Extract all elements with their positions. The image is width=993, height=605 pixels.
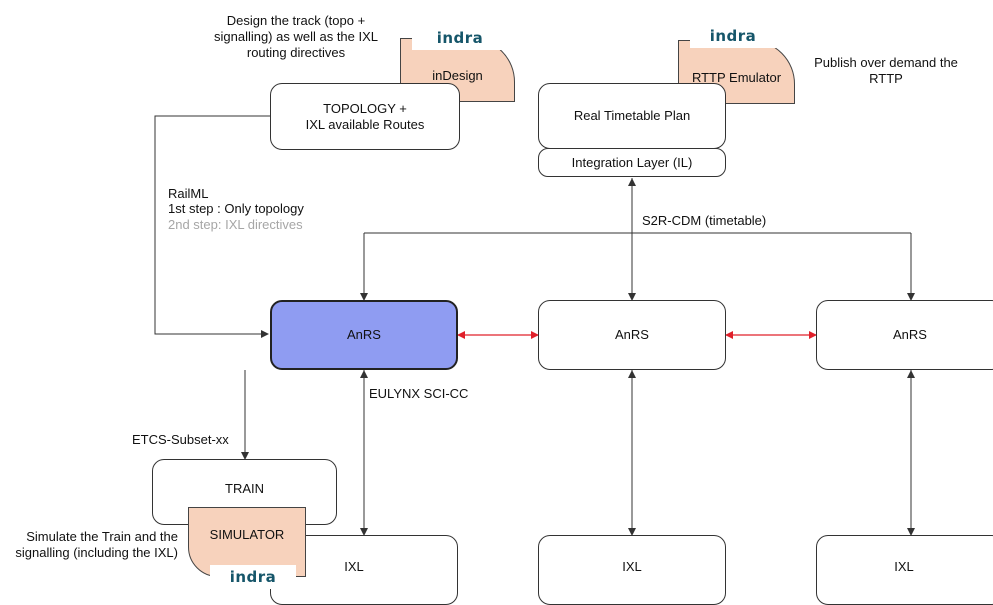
railml-step1-label: 1st step : Only topology	[168, 201, 304, 216]
ixl-center-label: IXL	[622, 559, 642, 574]
railml-connector	[154, 115, 270, 338]
eulynx-label: EULYNX SCI-CC	[369, 386, 469, 401]
etcs-label: ETCS-Subset-xx	[132, 432, 229, 447]
anrs-center-label: AnRS	[615, 327, 649, 342]
railml-label: RailML	[168, 186, 209, 201]
indra-logo-indesign: indra	[412, 26, 508, 50]
anrs-center-box: AnRS	[538, 300, 726, 370]
ixl-left-label: IXL	[344, 559, 364, 574]
eulynx-up-arrowhead	[360, 370, 368, 378]
indesign-note: Design the track (topo + signalling) as …	[213, 13, 379, 60]
anrs-right-box: AnRS	[816, 300, 993, 370]
anrs-right-up-arrowhead	[907, 370, 915, 378]
integration-layer-label: Integration Layer (IL)	[571, 154, 693, 170]
ixl-right-box: IXL	[816, 535, 993, 605]
rttp-note: Publish over demand the RTTP	[814, 55, 958, 86]
ixl-right-label: IXL	[894, 559, 914, 574]
anrs-center-up-arrowhead	[628, 370, 636, 378]
indesign-label: inDesign	[432, 67, 483, 83]
integration-layer-box: Integration Layer (IL)	[538, 148, 726, 177]
anrs-right-label: AnRS	[893, 327, 927, 342]
rttp-emulator-label: RTTP Emulator	[691, 69, 782, 85]
railml-step2-label: 2nd step: IXL directives	[168, 217, 303, 232]
train-label: TRAIN	[225, 481, 264, 496]
anrs-left-label: AnRS	[347, 327, 381, 342]
indra-logo-simulator: indra	[210, 565, 296, 589]
timetable-label: Real Timetable Plan	[573, 108, 691, 123]
ixl-center-box: IXL	[538, 535, 726, 605]
timetable-box: Real Timetable Plan	[538, 83, 726, 149]
anrs-left-box: AnRS	[270, 300, 458, 370]
indra-logo-rttp: indra	[690, 24, 776, 48]
topology-box: TOPOLOGY + IXL available Routes	[270, 83, 460, 150]
simulator-label: SIMULATOR	[209, 526, 285, 542]
topology-line1: TOPOLOGY +	[323, 100, 407, 116]
il-up-arrowhead	[628, 178, 636, 186]
simulator-note: Simulate the Train and the signalling (i…	[15, 529, 178, 560]
s2r-cdm-label: S2R-CDM (timetable)	[642, 213, 767, 228]
topology-line2: IXL available Routes	[305, 116, 425, 132]
